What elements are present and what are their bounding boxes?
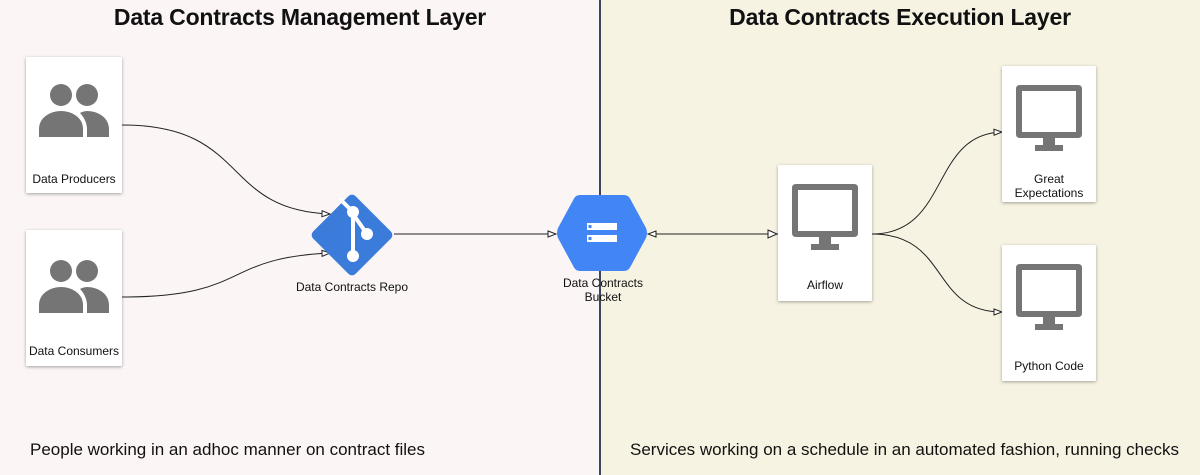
data-contracts-repo-label: Data Contracts Repo xyxy=(295,280,409,294)
execution-layer-panel xyxy=(600,0,1200,475)
data-producers-label: Data Producers xyxy=(32,172,116,186)
monitor-icon xyxy=(778,181,872,253)
bucket-label-line-2: Bucket xyxy=(584,290,622,304)
bucket-to-airflow-arrowhead xyxy=(767,229,779,239)
execution-layer-caption: Services working on a schedule in an aut… xyxy=(630,440,1180,459)
storage-bucket-icon[interactable] xyxy=(556,193,648,273)
great-expectations-label-line-2: Expectations xyxy=(1014,186,1084,200)
airflow-label: Airflow xyxy=(806,278,843,292)
data-contracts-bucket-label: Data Contracts Bucket xyxy=(540,276,666,304)
producers-to-repo-connector xyxy=(121,124,330,214)
data-producers-card[interactable]: Data Producers xyxy=(26,57,122,193)
people-icon xyxy=(26,257,122,313)
great-expectations-card[interactable]: Great Expectations xyxy=(1002,66,1096,202)
data-consumers-card[interactable]: Data Consumers xyxy=(26,230,122,366)
people-icon xyxy=(26,81,122,137)
airflow-to-great-expectations-connector xyxy=(871,132,1002,235)
data-consumers-label: Data Consumers xyxy=(28,344,120,358)
python-code-label: Python Code xyxy=(1014,359,1084,373)
bucket-label-line-1: Data Contracts xyxy=(562,276,644,290)
consumers-to-repo-connector xyxy=(121,253,330,298)
airflow-card[interactable]: Airflow xyxy=(778,165,872,301)
great-expectations-label-line-1: Great xyxy=(1033,172,1064,186)
management-layer-title: Data Contracts Management Layer xyxy=(113,4,487,30)
monitor-icon xyxy=(1002,261,1096,333)
great-expectations-label: Great Expectations xyxy=(1002,172,1096,200)
airflow-to-python-code-connector xyxy=(871,233,1002,312)
git-icon[interactable] xyxy=(309,192,395,278)
execution-layer-title: Data Contracts Execution Layer xyxy=(729,4,1071,30)
monitor-icon xyxy=(1002,82,1096,154)
management-layer-caption: People working in an adhoc manner on con… xyxy=(30,440,426,459)
python-code-card[interactable]: Python Code xyxy=(1002,245,1096,381)
